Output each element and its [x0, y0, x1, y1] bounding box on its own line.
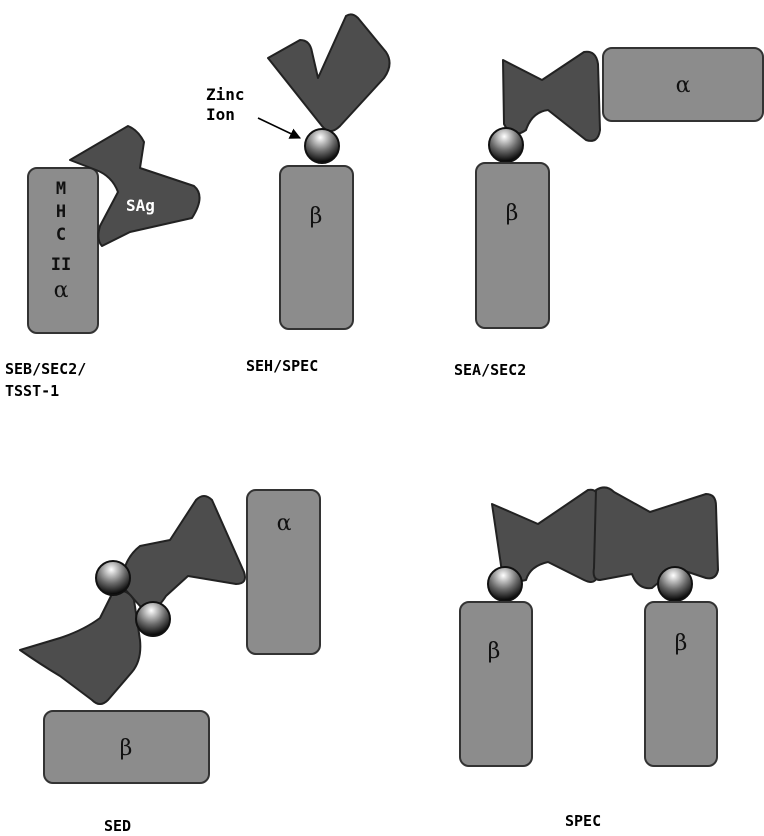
beta-label: β	[675, 631, 688, 656]
panel-sed: α β SED	[19, 489, 321, 835]
zinc-label-line1: Zinc	[206, 85, 245, 104]
zinc-ion	[488, 127, 524, 163]
panel-spec: β β SPEC	[459, 486, 719, 830]
mhc-ii-alpha-chain	[27, 167, 99, 334]
alpha-label: α	[676, 73, 691, 98]
mhc-alpha-label: α	[54, 278, 69, 303]
beta-label: β	[310, 204, 323, 229]
sag-label: SAg	[126, 196, 155, 215]
zinc-ion	[657, 566, 693, 602]
mhc-letter-m: M	[56, 179, 66, 199]
panel-seh-spec: β Zinc Ion SEH/SPEC	[206, 13, 391, 375]
panel-seb-sec2-tsst1: M H C II α SAg SEB/SEC2/ TSST-1	[5, 125, 201, 400]
zinc-ion	[135, 601, 171, 637]
panel5-caption: SPEC	[565, 812, 601, 830]
zinc-ion	[95, 560, 131, 596]
tcr-beta-chain	[475, 162, 550, 329]
beta-label: β	[120, 736, 133, 761]
tcr-beta-chain-right	[644, 601, 718, 767]
mhc-letter-h: H	[56, 202, 66, 222]
mhc-letter-c: C	[56, 225, 66, 245]
panel1-caption-line2: TSST-1	[5, 382, 59, 400]
zinc-label-line2: Ion	[206, 105, 235, 124]
superantigen-shape	[502, 50, 601, 142]
zinc-pointer-arrow	[257, 117, 302, 139]
superantigen-shape	[267, 13, 391, 132]
zinc-ion	[487, 566, 523, 602]
tcr-alpha-chain	[246, 489, 321, 655]
mhc-letter-ii: II	[51, 255, 71, 275]
beta-label: β	[506, 201, 519, 226]
panel4-caption: SED	[104, 817, 131, 835]
superantigen-upper-shape	[121, 495, 246, 612]
panel2-caption: SEH/SPEC	[246, 357, 318, 375]
superantigen-right-shape	[592, 486, 719, 590]
superantigen-lower-shape	[19, 590, 142, 705]
tcr-beta-chain-left	[459, 601, 533, 767]
panel1-caption-line1: SEB/SEC2/	[5, 360, 86, 378]
tcr-beta-chain	[43, 710, 210, 784]
superantigen-shape	[69, 125, 201, 247]
tcr-beta-chain	[279, 165, 354, 330]
alpha-label: α	[277, 511, 292, 536]
tcr-alpha-chain	[602, 47, 764, 122]
panel-sea-sec2: α β SEA/SEC2	[454, 47, 764, 379]
beta-label: β	[488, 639, 501, 664]
panel3-caption: SEA/SEC2	[454, 361, 526, 379]
zinc-ion	[304, 128, 340, 164]
